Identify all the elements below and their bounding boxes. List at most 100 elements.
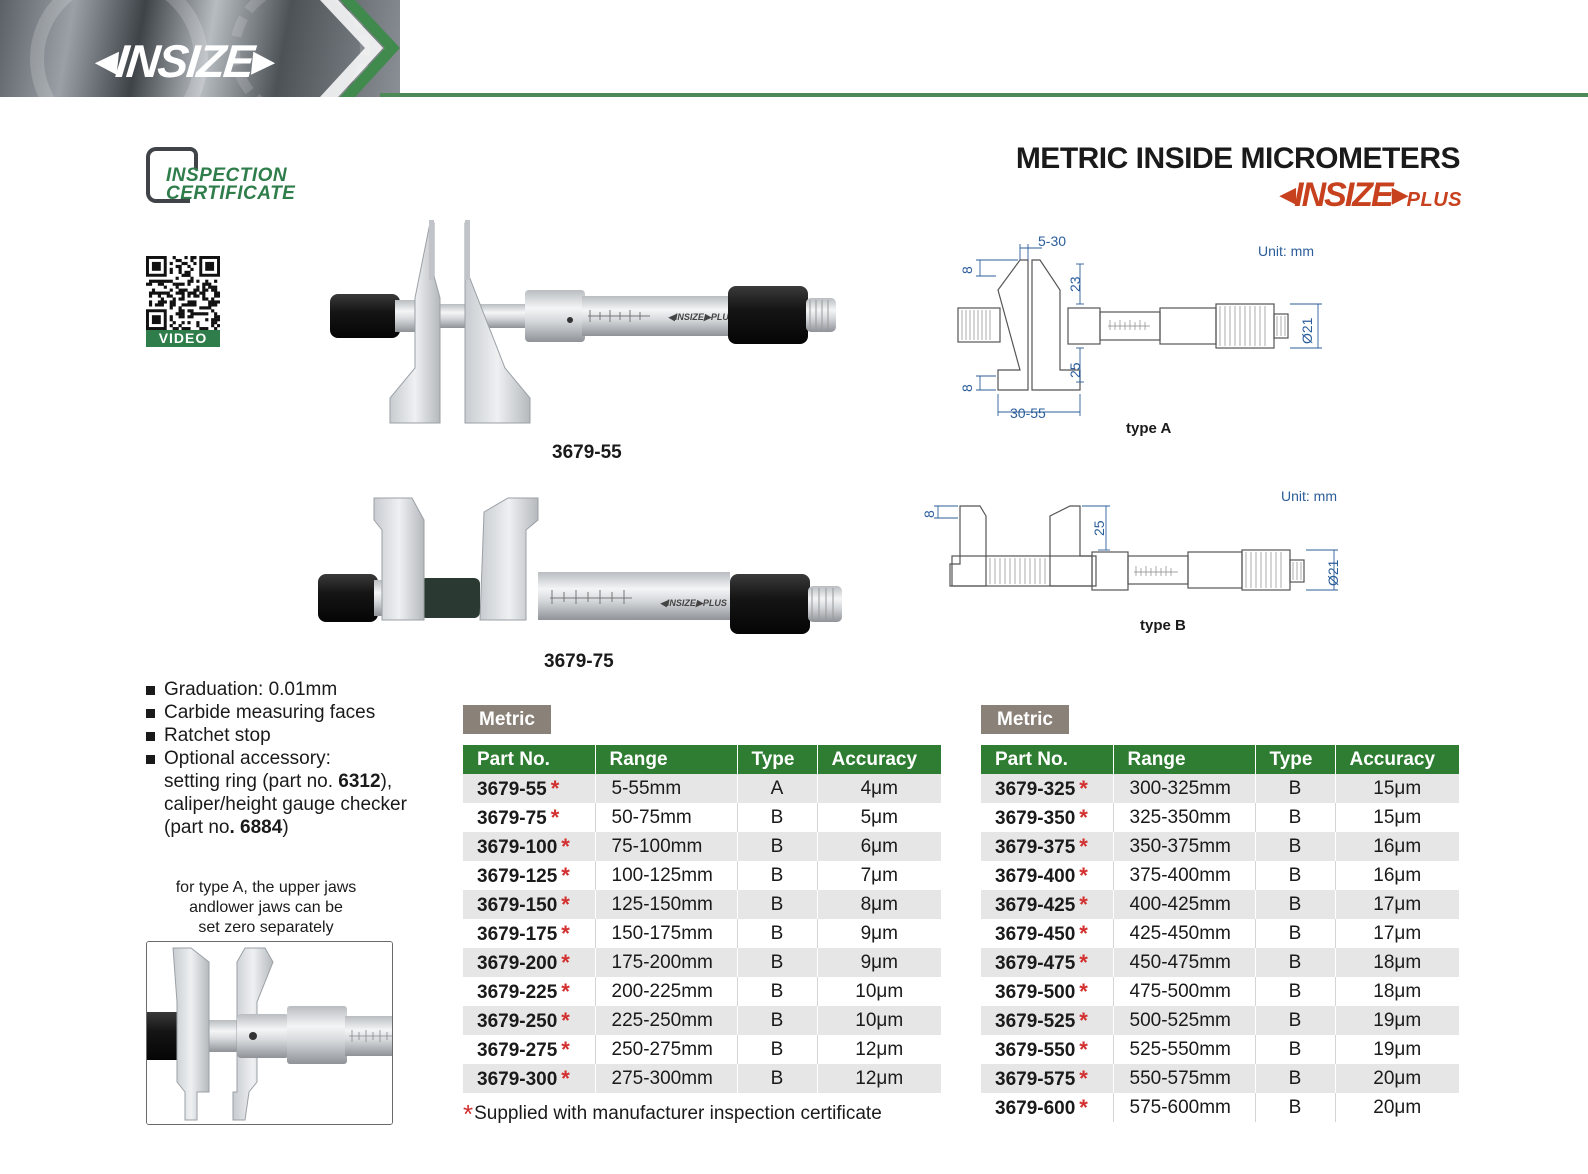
- qr-code[interactable]: [146, 256, 220, 330]
- cell-type: B: [1255, 1064, 1336, 1093]
- certificate-star: *: [561, 1036, 570, 1062]
- dim-len-b: 25: [1091, 520, 1107, 536]
- cell-part-no: 3679-600*: [981, 1093, 1114, 1122]
- cell-type: B: [1255, 919, 1336, 948]
- cell-type: B: [1255, 1093, 1336, 1122]
- part-no-text: 3679-275: [477, 1039, 558, 1061]
- dim-lower-len: 25: [1067, 362, 1083, 378]
- type-a-note: for type A, the upper jaws andlower jaws…: [175, 879, 357, 936]
- part-no-text: 3679-575: [995, 1068, 1076, 1090]
- metric-tag-right: Metric: [981, 705, 1069, 734]
- cell-type: B: [1255, 774, 1336, 803]
- cell-accuracy: 15μm: [1335, 774, 1459, 803]
- cell-range: 475-500mm: [1113, 977, 1256, 1006]
- part-no-text: 3679-175: [477, 923, 558, 945]
- dim-jaw-b: 8: [921, 510, 937, 518]
- col-header-part-no: Part No.: [981, 745, 1114, 774]
- metric-tag-left: Metric: [463, 705, 551, 734]
- brand-logo: ◀INSIZE▶: [93, 35, 276, 87]
- part-no-text: 3679-75: [477, 807, 547, 829]
- cell-type: A: [737, 774, 818, 803]
- col-header-range: Range: [595, 745, 738, 774]
- part-no-text: 3679-100: [477, 836, 558, 858]
- cell-range: 450-475mm: [1113, 948, 1256, 977]
- part-no-text: 3679-475: [995, 952, 1076, 974]
- cell-accuracy: 17μm: [1335, 919, 1459, 948]
- cell-type: B: [1255, 948, 1336, 977]
- dim-diameter: Ø21: [1299, 317, 1315, 344]
- cell-range: 550-575mm: [1113, 1064, 1256, 1093]
- caption-type-a: type A: [1126, 420, 1172, 437]
- drawing-type-a: 5-30 8 23 25 8 30-55 Ø21: [957, 233, 1322, 421]
- part-no-text: 3679-425: [995, 894, 1076, 916]
- col-header-type: Type: [737, 745, 818, 774]
- cell-range: 100-125mm: [595, 861, 738, 890]
- cell-range: 500-525mm: [1113, 1006, 1256, 1035]
- footnote: *Supplied with manufacturer inspection c…: [463, 1099, 882, 1129]
- certificate-star: *: [1079, 1007, 1088, 1033]
- cell-part-no: 3679-55*: [463, 774, 596, 803]
- table-header-row: Part No. Range Type Accuracy: [463, 745, 941, 774]
- cell-range: 175-200mm: [595, 948, 738, 977]
- certificate-star: *: [561, 920, 570, 946]
- cell-part-no: 3679-550*: [981, 1035, 1114, 1064]
- cell-accuracy: 9μm: [817, 948, 941, 977]
- header-banner: ◀INSIZE▶: [0, 0, 1588, 148]
- cell-part-no: 3679-500*: [981, 977, 1114, 1006]
- feature-item: Graduation: 0.01mm: [146, 678, 446, 701]
- feature-item: Carbide measuring faces: [146, 701, 446, 724]
- certificate-star: *: [561, 1065, 570, 1091]
- unit-label-type-a: Unit: mm: [1258, 243, 1314, 259]
- part-no-text: 3679-225: [477, 981, 558, 1003]
- certificate-star: *: [1079, 1036, 1088, 1062]
- part-no-text: 3679-400: [995, 865, 1076, 887]
- cell-type: B: [1255, 977, 1336, 1006]
- certificate-star: *: [561, 1007, 570, 1033]
- cell-range: 225-250mm: [595, 1006, 738, 1035]
- product-image-3679-55: ◀INSIZE▶PLUS: [330, 220, 836, 424]
- certificate-text: INSPECTION CERTIFICATE: [166, 165, 296, 204]
- brand-plus-logo: ◀INSIZE▶PLUS: [1279, 176, 1462, 214]
- cell-part-no: 3679-450*: [981, 919, 1114, 948]
- cell-type: B: [737, 890, 818, 919]
- cell-type: B: [1255, 1035, 1336, 1064]
- cell-accuracy: 20μm: [1335, 1093, 1459, 1122]
- cell-part-no: 3679-300*: [463, 1064, 596, 1093]
- closeup-photo: [146, 941, 393, 1125]
- cell-accuracy: 5μm: [817, 803, 941, 832]
- part-no-text: 3679-550: [995, 1039, 1076, 1061]
- certificate-star: *: [561, 833, 570, 859]
- cell-part-no: 3679-575*: [981, 1064, 1114, 1093]
- col-header-range: Range: [1113, 745, 1256, 774]
- unit-label-type-b: Unit: mm: [1281, 488, 1337, 504]
- cell-part-no: 3679-475*: [981, 948, 1114, 977]
- cell-part-no: 3679-400*: [981, 861, 1114, 890]
- cell-range: 425-450mm: [1113, 919, 1256, 948]
- feature-list: Graduation: 0.01mm Carbide measuring fac…: [146, 678, 446, 839]
- cell-accuracy: 12μm: [817, 1035, 941, 1064]
- cell-type: B: [737, 919, 818, 948]
- cell-part-no: 3679-375*: [981, 832, 1114, 861]
- cell-range: 50-75mm: [595, 803, 738, 832]
- accessory-line: caliper/height gauge checker: [164, 794, 407, 815]
- video-label[interactable]: VIDEO: [146, 330, 220, 347]
- cell-accuracy: 4μm: [817, 774, 941, 803]
- svg-text:◀INSIZE▶PLUS: ◀INSIZE▶PLUS: [660, 598, 727, 608]
- cell-accuracy: 8μm: [817, 890, 941, 919]
- certificate-star: *: [561, 862, 570, 888]
- certificate-star: *: [561, 891, 570, 917]
- cell-accuracy: 20μm: [1335, 1064, 1459, 1093]
- spec-table-right: Part No. Range Type Accuracy 3679-325*30…: [981, 745, 1459, 1122]
- dim-jaw-lower: 8: [959, 384, 975, 392]
- cell-type: B: [737, 948, 818, 977]
